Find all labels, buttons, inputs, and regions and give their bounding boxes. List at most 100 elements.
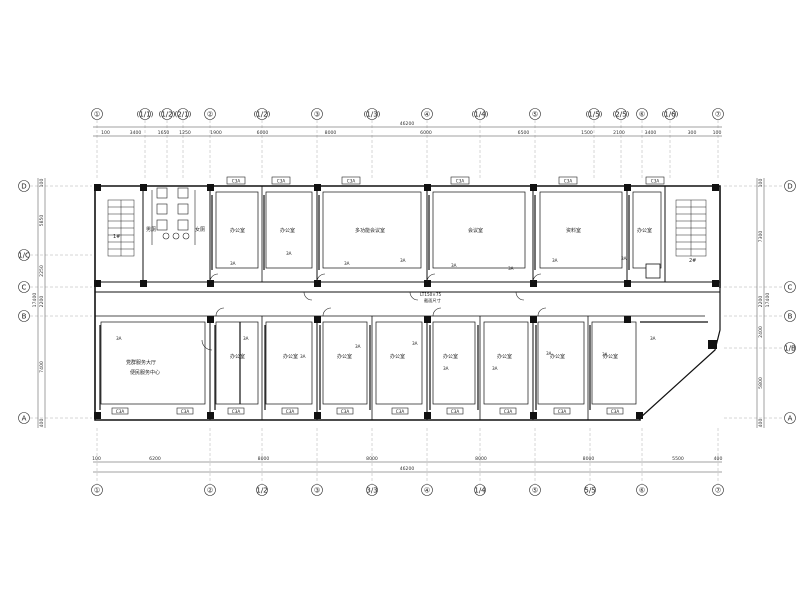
axis-bubble-bottom (311, 484, 323, 496)
room-label-office-1: 办公室 (230, 227, 245, 234)
window-bottom (446, 407, 464, 415)
axis-bubble-bottom (421, 484, 433, 496)
axis-label-left: B (22, 313, 27, 321)
dim-bottom-segment: 8000 (583, 456, 595, 462)
axis-bubble-top (712, 108, 724, 120)
axis-label-top: (1/2) (159, 111, 176, 119)
dim-top-segment: 6500 (518, 130, 530, 136)
axis-bubble-top (636, 108, 648, 120)
dim-top-segment: 100 (101, 130, 110, 136)
dim-left-segment: 5850 (39, 215, 45, 227)
axis-bubble-bottom (366, 484, 378, 496)
bottom-dimension-lines (93, 461, 722, 473)
room-label-service-hall-2: 便民服务中心 (130, 369, 160, 376)
window-bottom-tag: C3A (611, 409, 620, 414)
axis-label-right: A (788, 415, 793, 423)
axis-label-bottom: ⑦ (715, 487, 721, 495)
dim-top-segment: 1650 (158, 130, 170, 136)
dim-bottom-segment: 5500 (672, 456, 684, 462)
circuit-tag: 3A (300, 354, 306, 359)
axis-bubble-bottom (636, 484, 648, 496)
axis-bubble-right (784, 180, 796, 192)
axis-bubble-bottom (529, 484, 541, 496)
window-bottom-tag: C3A (558, 409, 567, 414)
room-label-office-b3: 办公室 (337, 353, 352, 360)
dim-left-segment: 2250 (39, 265, 45, 277)
dim-top-total: 46200 (400, 121, 415, 127)
window-bottom-tag: C3A (341, 409, 350, 414)
axis-label-bottom: 1/2 (256, 487, 267, 495)
circuit-tag: 3A (116, 336, 122, 341)
building-walls (94, 185, 721, 421)
dim-right-segment: 2400 (758, 326, 764, 338)
dim-left-total: 17400 (32, 293, 38, 308)
circuit-tag: 3A (243, 336, 249, 341)
window-top (226, 176, 246, 185)
circuit-tag: 3A (400, 258, 406, 263)
axis-label-top: ⑥ (639, 111, 645, 119)
axis-bubble-left (18, 180, 30, 192)
dim-left-segment: 2200 (39, 296, 45, 308)
window-bottom (391, 407, 409, 415)
dim-right-segment: 2200 (758, 296, 764, 308)
window-bottom-tag: C3A (396, 409, 405, 414)
circuit-tag: 3A (355, 344, 361, 349)
circuit-tag: 3A (650, 336, 656, 341)
room-label-office-b5: 办公室 (443, 353, 458, 360)
axis-label-bottom: 3/3 (366, 487, 377, 495)
window-bottom-tag: C3A (451, 409, 460, 414)
axis-label-top: (2/5) (613, 111, 630, 119)
window-bottom (553, 407, 571, 415)
window-bottom-tag: C3A (116, 409, 125, 414)
room-label-office-b8: 办公室 (603, 353, 618, 360)
window-top (558, 176, 578, 185)
dim-right-segment: 400 (758, 419, 764, 428)
left-dimension-lines (37, 178, 46, 428)
room-label-office-2: 办公室 (280, 227, 295, 234)
axis-bubble-bottom (712, 484, 724, 496)
window-top (271, 176, 291, 185)
dim-top-segment: 2100 (613, 130, 625, 136)
axis-bubble-top (177, 108, 189, 120)
dim-bottom-total: 46200 (400, 466, 415, 472)
axis-bubble-bottom (204, 484, 216, 496)
window-bottom-tag: C3A (504, 409, 513, 414)
room-label-service-hall-1: 党群服务大厅 (126, 359, 156, 366)
axis-bubble-top (615, 108, 627, 120)
wiring-runs (99, 195, 708, 410)
toilet-fixtures (151, 187, 196, 245)
axis-label-right: C (788, 284, 793, 292)
room-label-office-b2: 办公室 (283, 353, 298, 360)
axis-label-right: 1/B (784, 345, 796, 353)
axis-bubble-top (529, 108, 541, 120)
window-top-tag: C3A (564, 179, 573, 184)
dim-top-segment: 6000 (420, 130, 432, 136)
right-staircase (675, 199, 707, 257)
dim-right-segment: 100 (758, 179, 764, 188)
axis-bubble-bottom (91, 484, 103, 496)
axis-label-bottom: ④ (424, 487, 430, 495)
dim-bottom-segment: 100 (92, 456, 101, 462)
structural-columns (94, 184, 719, 419)
axis-label-top: (1/2) (254, 111, 271, 119)
window-top-tag: C3A (277, 179, 286, 184)
axis-bubble-top (421, 108, 433, 120)
dim-left-segment: 400 (39, 419, 45, 428)
circuit-tag: 3A (443, 366, 449, 371)
axis-label-left: A (22, 415, 27, 423)
axis-bubble-bottom (474, 484, 486, 496)
axis-label-top: ② (207, 111, 213, 119)
room-label-stair-left: 1# (113, 234, 120, 240)
circuit-tag: 3A (230, 261, 236, 266)
circuit-tag: 3A (508, 266, 514, 271)
window-bottom-tag: C3A (286, 409, 295, 414)
room-label-toilet-female: 女厕 (195, 226, 205, 233)
window-bottom (336, 407, 354, 415)
circuit-tag: 3A (492, 366, 498, 371)
axis-bubble-top (256, 108, 268, 120)
axis-label-bottom: 1/4 (474, 487, 486, 495)
